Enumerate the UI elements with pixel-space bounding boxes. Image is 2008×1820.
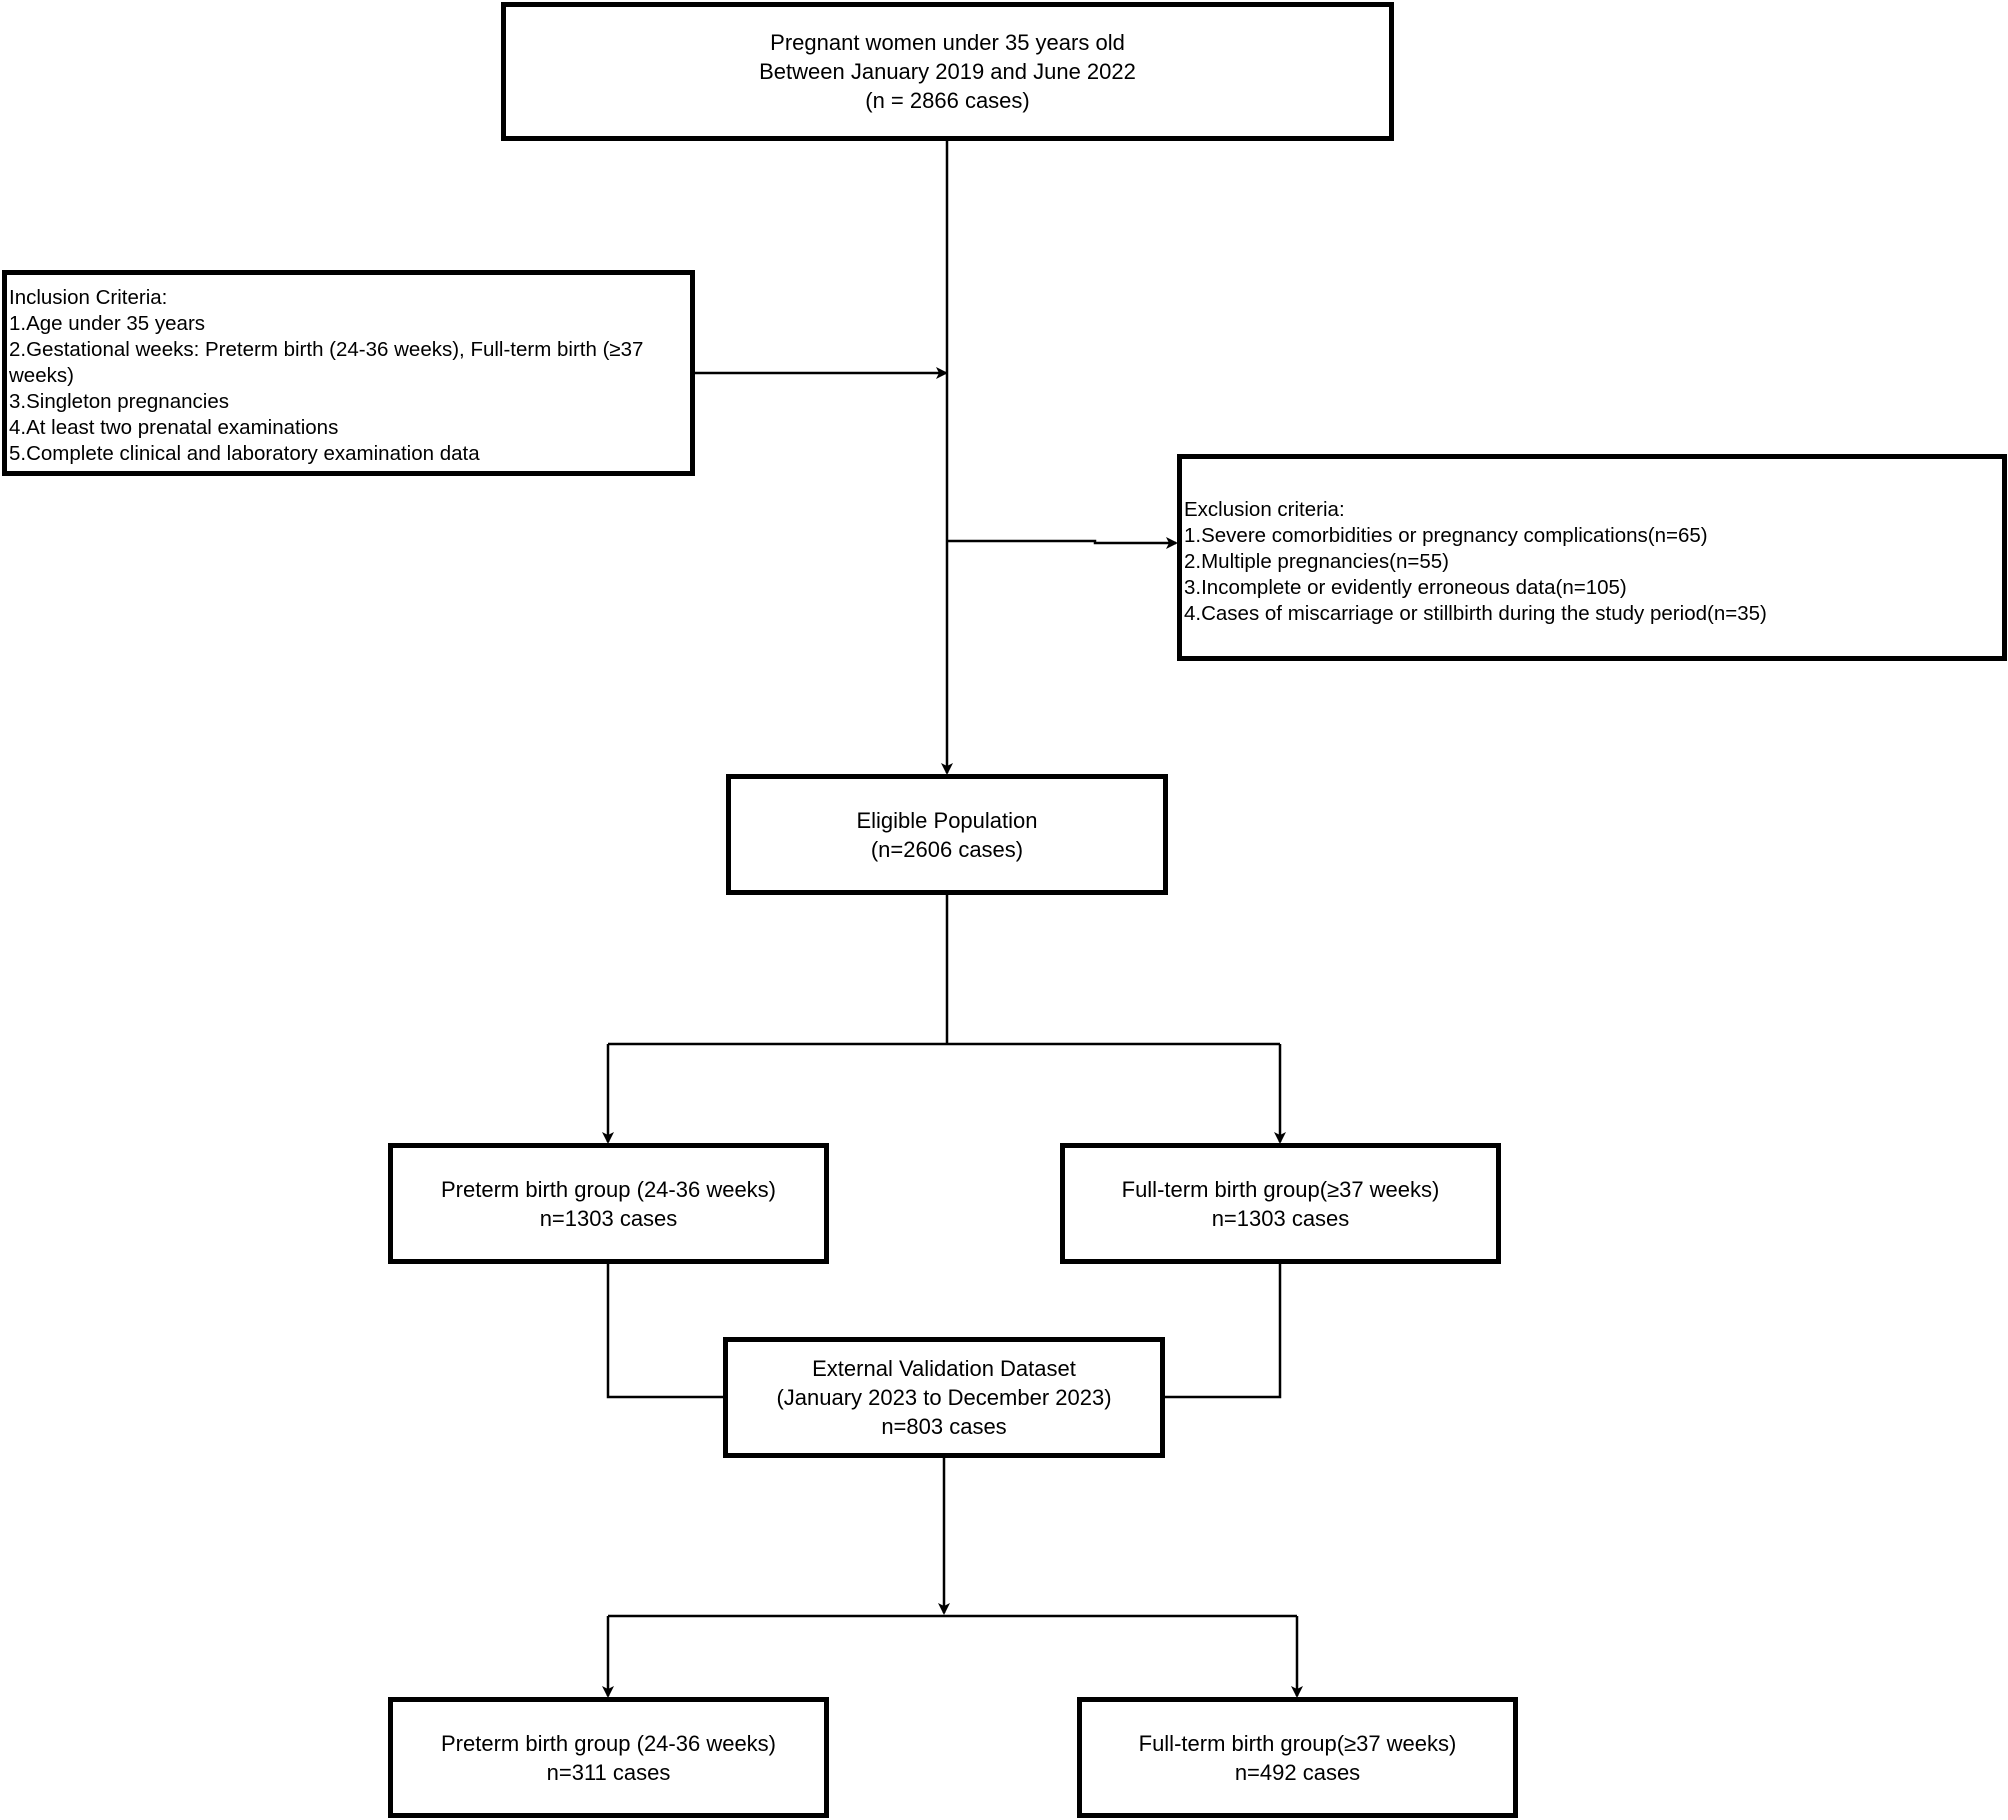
inclusion-item: 3.Singleton pregnancies bbox=[9, 390, 229, 413]
preterm-1-to-external-line bbox=[606, 1264, 723, 1399]
validation-preterm-title: Preterm birth group (24-36 weeks) bbox=[440, 1730, 777, 1756]
exclusion-item: 4.Cases of miscarriage or stillbirth dur… bbox=[1184, 602, 1767, 625]
preterm-group-title: Preterm birth group (24-36 weeks) bbox=[440, 1176, 777, 1202]
fullterm-group-title: Full-term birth group(≥37 weeks) bbox=[1121, 1176, 1440, 1202]
fullterm-1-to-external-line bbox=[1165, 1264, 1282, 1399]
inclusion-criteria-box: Inclusion Criteria: 1.Age under 35 years… bbox=[2, 270, 695, 476]
exclusion-title: Exclusion criteria: bbox=[1184, 498, 1345, 521]
preterm-group-box: Preterm birth group (24-36 weeks) n=1303… bbox=[388, 1143, 829, 1264]
eligible-population-box: Eligible Population (n=2606 cases) bbox=[726, 774, 1168, 895]
eligible-title: Eligible Population bbox=[856, 807, 1038, 833]
study-population-line-1: Pregnant women under 35 years old bbox=[770, 30, 1125, 55]
eligible-count: (n=2606 cases) bbox=[870, 836, 1024, 862]
exclusion-item: 3.Incomplete or evidently erroneous data… bbox=[1184, 576, 1627, 599]
external-validation-title: External Validation Dataset bbox=[812, 1356, 1076, 1381]
exclusion-arrow bbox=[947, 537, 1178, 549]
validation-fullterm-count: n=492 cases bbox=[1234, 1759, 1361, 1785]
inclusion-item: 1.Age under 35 years bbox=[9, 312, 206, 335]
inclusion-title: Inclusion Criteria: bbox=[9, 286, 168, 309]
validation-fullterm-group-box: Full-term birth group(≥37 weeks) n=492 c… bbox=[1077, 1697, 1518, 1818]
validation-preterm-count: n=311 cases bbox=[546, 1759, 671, 1785]
exclusion-item: 2.Multiple pregnancies(n=55) bbox=[1184, 550, 1449, 573]
fullterm-group-box: Full-term birth group(≥37 weeks) n=1303 … bbox=[1060, 1143, 1501, 1264]
study-population-box: Pregnant women under 35 years old Betwee… bbox=[501, 2, 1394, 141]
fullterm-group-count: n=1303 cases bbox=[1211, 1205, 1350, 1231]
validation-fullterm-title: Full-term birth group(≥37 weeks) bbox=[1138, 1730, 1457, 1756]
inclusion-item: 5.Complete clinical and laboratory exami… bbox=[9, 442, 480, 465]
study-population-line-3: (n = 2866 cases) bbox=[865, 88, 1030, 113]
study-population-line-2: Between January 2019 and June 2022 bbox=[759, 59, 1136, 84]
inclusion-item: weeks) bbox=[9, 364, 74, 387]
preterm-group-count: n=1303 cases bbox=[539, 1205, 678, 1231]
exclusion-item: 1.Severe comorbidities or pregnancy comp… bbox=[1184, 524, 1708, 547]
external-validation-count: n=803 cases bbox=[881, 1414, 1007, 1439]
exclusion-criteria-box: Exclusion criteria: 1.Severe comorbiditi… bbox=[1177, 454, 2007, 661]
external-validation-box: External Validation Dataset (January 202… bbox=[723, 1337, 1165, 1458]
external-validation-period: (January 2023 to December 2023) bbox=[776, 1385, 1112, 1410]
inclusion-item: 4.At least two prenatal examinations bbox=[9, 416, 339, 439]
validation-preterm-group-box: Preterm birth group (24-36 weeks) n=311 … bbox=[388, 1697, 829, 1818]
inclusion-item: 2.Gestational weeks: Preterm birth (24-3… bbox=[9, 338, 644, 361]
